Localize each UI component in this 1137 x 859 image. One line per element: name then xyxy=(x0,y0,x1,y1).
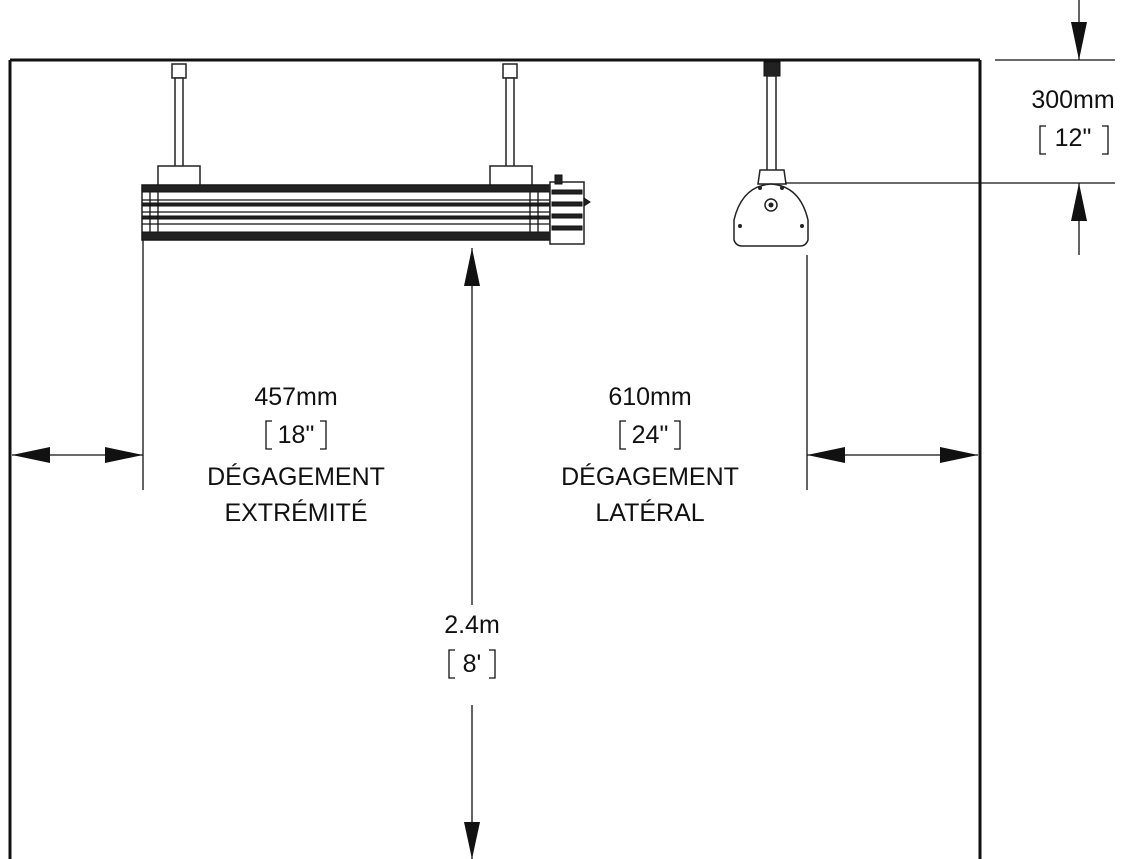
side-bracket xyxy=(757,169,787,185)
room-outline xyxy=(8,58,982,859)
left-pole xyxy=(174,77,184,169)
right-pole xyxy=(505,77,515,169)
arrow-left xyxy=(12,447,50,463)
end-metric: 457mm xyxy=(254,383,337,411)
side-pole xyxy=(766,75,777,172)
side-label-line1: DÉGAGEMENT xyxy=(561,462,739,491)
heater-side-view xyxy=(733,61,809,247)
left-pole-cap xyxy=(171,63,187,79)
side-clearance-dimension: 610mm 24" DÉGAGEMENT LATÉRAL xyxy=(561,255,978,527)
floor-clearance-dimension: 2.4m 8' xyxy=(444,248,500,859)
ceiling-metric: 300mm xyxy=(1031,86,1114,114)
right-pole-cap xyxy=(502,63,518,79)
heater-grille xyxy=(141,231,551,241)
arrow-down xyxy=(1071,22,1087,60)
left-bracket xyxy=(157,165,201,187)
arrow-right xyxy=(105,447,143,463)
end-imperial: 18" xyxy=(278,421,315,449)
heater-top-rail xyxy=(141,184,551,193)
side-imperial: 24" xyxy=(632,421,669,449)
arrow-left xyxy=(807,447,845,463)
arrow-right xyxy=(940,447,978,463)
arrow-up xyxy=(464,248,480,286)
side-label-line2: LATÉRAL xyxy=(595,498,704,527)
right-bracket xyxy=(489,165,533,187)
arrow-down xyxy=(464,822,480,859)
heater-front-view xyxy=(141,63,591,245)
floor-imperial: 8' xyxy=(463,650,482,678)
ceiling-imperial: 12" xyxy=(1055,124,1092,152)
end-clearance-dimension: 457mm 18" DÉGAGEMENT EXTRÉMITÉ xyxy=(12,240,385,527)
end-label-line2: EXTRÉMITÉ xyxy=(224,498,367,527)
floor-metric: 2.4m xyxy=(444,611,500,639)
side-housing xyxy=(733,183,809,247)
heater-knob xyxy=(554,174,563,185)
side-metric: 610mm xyxy=(608,383,691,411)
ceiling-clearance-dimension: 300mm 12" xyxy=(785,0,1115,255)
end-label-line1: DÉGAGEMENT xyxy=(207,462,385,491)
arrow-up xyxy=(1071,183,1087,221)
side-pole-cap xyxy=(763,61,781,77)
